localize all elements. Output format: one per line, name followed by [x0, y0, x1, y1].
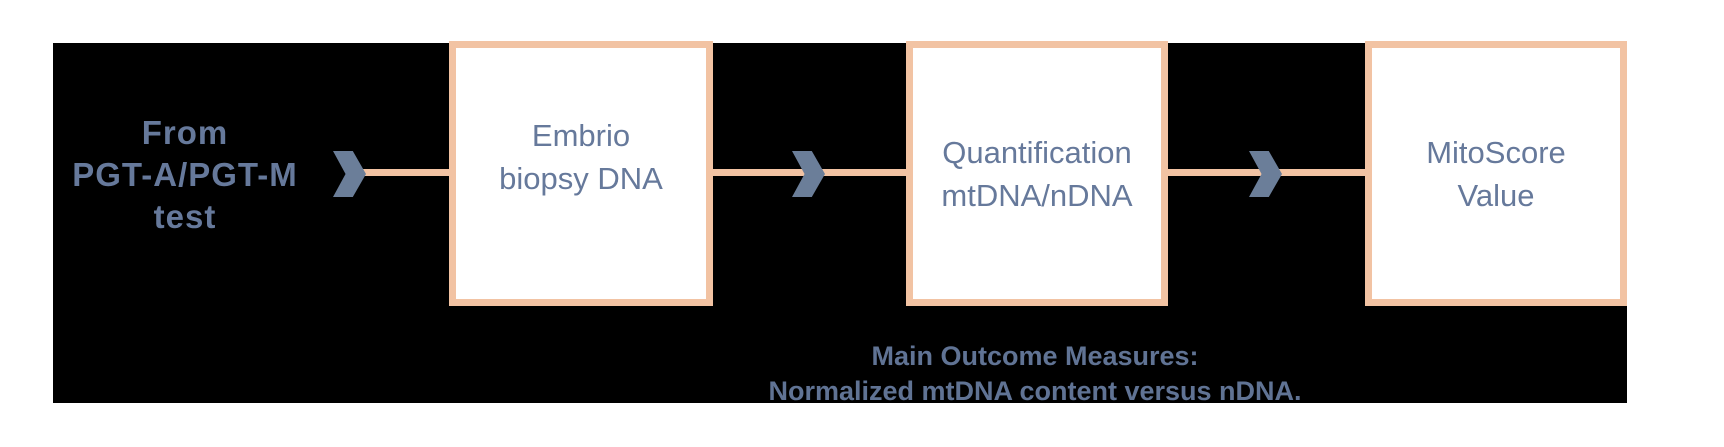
source-label-line-1: From [141, 114, 229, 151]
step-box-label-line: Quantification [942, 134, 1132, 170]
step-box-embrio-biopsy-dna: Embrio biopsy DNA [449, 41, 713, 306]
source-label: From PGT-A/PGT-M test [28, 112, 342, 238]
source-label-line-2: PGT-A/PGT-M [72, 156, 298, 193]
step-box-label-line: Embrio [531, 117, 631, 153]
diagram-background: Main Outcome Measures: Normalized mtDNA … [53, 43, 1627, 403]
connector-line [362, 169, 454, 176]
step-box-label-line: biopsy DNA [499, 160, 663, 196]
step-box-mitoscore-value: MitoScore Value [1365, 41, 1627, 306]
caption-subtitle: Normalized mtDNA content versus nDNA. [768, 376, 1302, 403]
step-box-quantification-mtdna-ndna: Quantification mtDNA/nDNA [906, 41, 1168, 306]
source-label-line-3: test [153, 198, 217, 235]
caption-title: Main Outcome Measures: [871, 341, 1199, 371]
step-box-label-line: Value [1457, 177, 1535, 213]
step-box-label-line: MitoScore [1426, 134, 1566, 170]
step-box-label-line: mtDNA/nDNA [941, 177, 1133, 213]
caption: Main Outcome Measures: Normalized mtDNA … [735, 339, 1335, 403]
